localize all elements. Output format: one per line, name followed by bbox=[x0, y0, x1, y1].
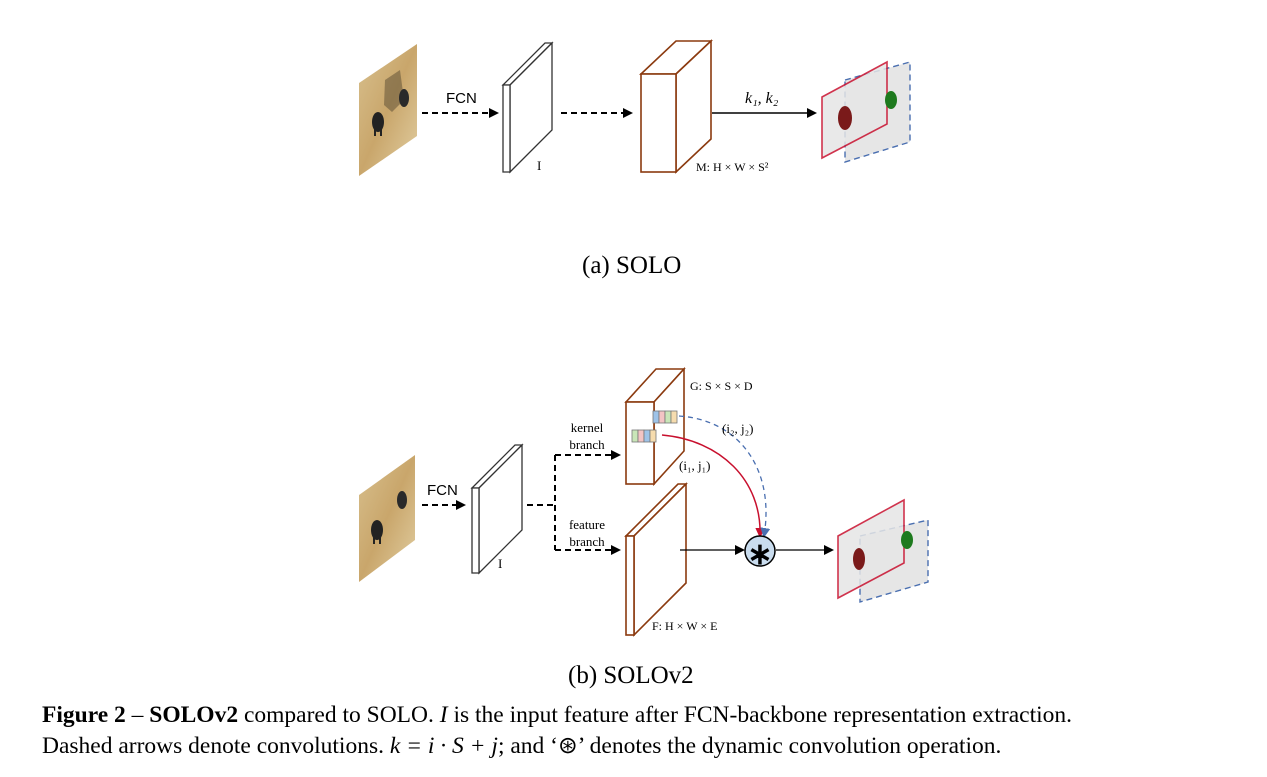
dynamic-conv-symbol: ∗ bbox=[747, 538, 772, 571]
kernel-vector-1 bbox=[631, 429, 657, 443]
location-2-label: (i₂, j₂) bbox=[722, 421, 753, 436]
fcn-label-bottom: FCN bbox=[427, 482, 458, 499]
input-feature-label-top: I bbox=[537, 158, 541, 173]
kernel-vector-2 bbox=[652, 410, 678, 424]
input-image-bottom bbox=[359, 455, 415, 582]
input-image-top bbox=[359, 44, 417, 176]
subcaption-a: (a) SOLO bbox=[582, 252, 681, 279]
caption-line-1: Figure 2 – SOLOv2 compared to SOLO. I is… bbox=[42, 700, 1252, 731]
k-label: k₁, k₂ bbox=[745, 90, 779, 107]
feature-map-label: F: H × W × E bbox=[652, 619, 717, 633]
caption-text-2: is the input feature after FCN-backbone … bbox=[447, 702, 1073, 728]
kernel-grid-label: G: S × S × D bbox=[690, 379, 753, 393]
figure-caption: Figure 2 – SOLOv2 compared to SOLO. I is… bbox=[42, 700, 1252, 762]
kernel-branch-label-2: branch bbox=[569, 437, 605, 452]
caption-dash: – bbox=[125, 702, 150, 728]
output-masks-top bbox=[821, 60, 911, 163]
fcn-label-top: FCN bbox=[446, 90, 477, 107]
caption-line2-part2: ; and ‘⊛’ denotes the dynamic convolutio… bbox=[497, 733, 1002, 759]
input-feature-slab-top bbox=[501, 41, 554, 174]
figure-number: Figure 2 bbox=[42, 702, 126, 728]
kernel-branch-label-1: kernel bbox=[571, 420, 604, 435]
mask-branch-cube bbox=[638, 39, 714, 174]
feature-map-slab bbox=[624, 482, 688, 637]
caption-line2-part1: Dashed arrows denote convolutions. bbox=[42, 733, 390, 759]
feature-branch-label-2: branch bbox=[569, 534, 605, 549]
caption-title: SOLOv2 bbox=[149, 702, 239, 728]
caption-var-i: I bbox=[439, 702, 448, 728]
caption-text-1: compared to SOLO. bbox=[238, 702, 440, 728]
mask-dim-label: M: H × W × S² bbox=[696, 160, 769, 174]
feature-branch-label-1: feature bbox=[569, 517, 605, 532]
location-2-arc bbox=[678, 415, 771, 538]
caption-line-2: Dashed arrows denote convolutions. k = i… bbox=[42, 731, 1252, 762]
output-masks-bottom bbox=[837, 498, 929, 603]
dynamic-convolution-node: ∗ bbox=[744, 535, 776, 571]
solo-diagram: FCN I M: H × W × S² k₁, k₂ (a) SOLO bbox=[359, 39, 911, 279]
input-feature-label-bottom: I bbox=[498, 556, 502, 571]
input-feature-slab-bottom bbox=[470, 443, 524, 575]
kernel-grid-cube bbox=[624, 366, 686, 487]
location-1-arc bbox=[661, 434, 766, 538]
solov2-diagram: FCN I kernel branch feature branch G: S … bbox=[359, 366, 929, 689]
location-1-label: (i₁, j₁) bbox=[679, 458, 710, 473]
branch-split-arrows bbox=[527, 450, 621, 555]
caption-equation: k = i · S + j bbox=[389, 733, 498, 759]
subcaption-b: (b) SOLOv2 bbox=[568, 662, 694, 689]
